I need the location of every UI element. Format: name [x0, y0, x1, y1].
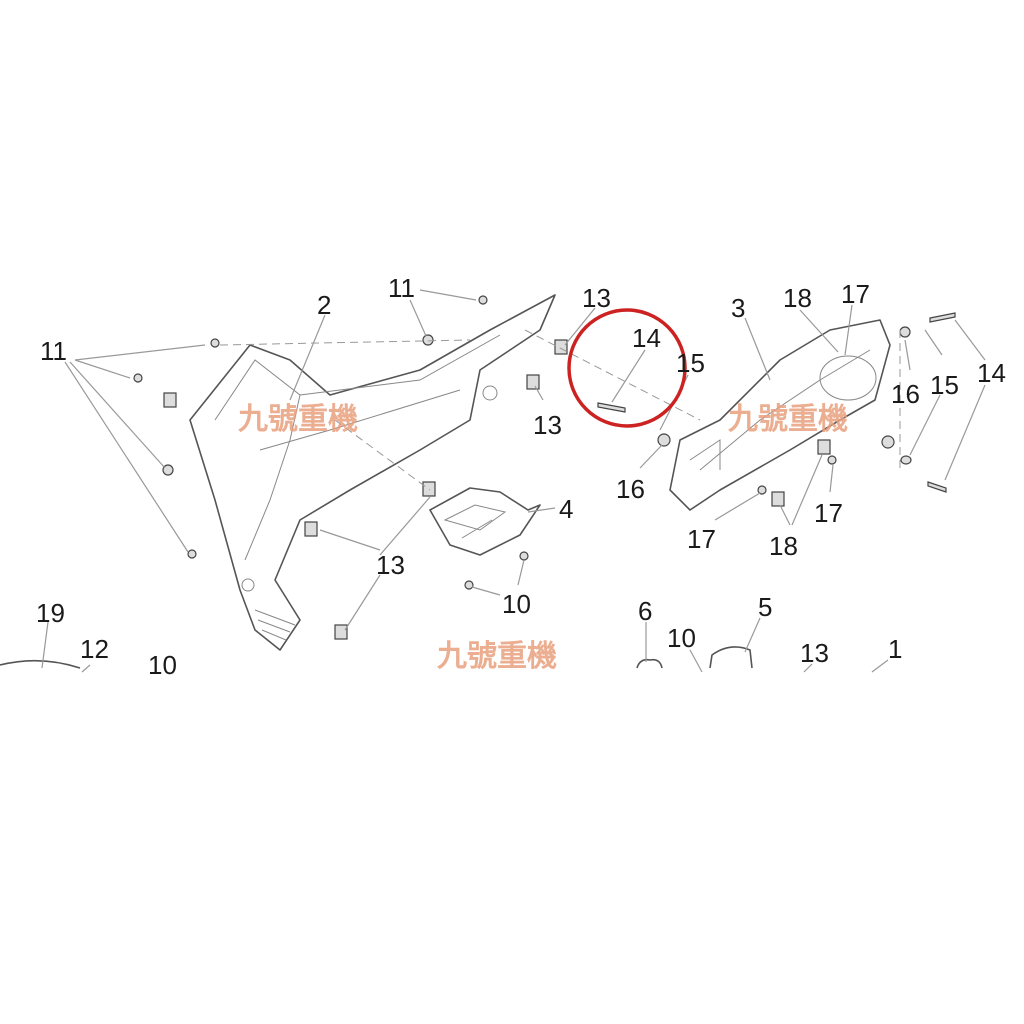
callout-5: 5: [758, 592, 772, 622]
callout-15: 15: [676, 348, 705, 378]
callout-13: 13: [533, 410, 562, 440]
callouts: 11 11 2 13 14 15 3 18 17 16 15 14 13 16 …: [36, 273, 1006, 680]
callout-10: 10: [667, 623, 696, 653]
callout-13: 13: [376, 550, 405, 580]
callout-10-cut: 10: [148, 650, 177, 680]
callout-12: 12: [80, 634, 109, 664]
callout-11: 11: [388, 273, 415, 303]
callout-15: 15: [930, 370, 959, 400]
callout-18: 18: [783, 283, 812, 313]
callout-19: 19: [36, 598, 65, 628]
part-19-fragment: [0, 659, 81, 669]
bracket-part-4: [429, 487, 541, 556]
callout-6: 6: [638, 596, 652, 626]
callout-17: 17: [687, 524, 716, 554]
callout-14-highlighted: 14: [632, 323, 661, 353]
watermark: 九號重機: [728, 402, 848, 437]
callout-13: 13: [800, 638, 829, 668]
callout-16: 16: [891, 379, 920, 409]
callout-11: 11: [40, 336, 67, 366]
fasteners: [133, 295, 956, 640]
watermark: 九號重機: [437, 639, 557, 674]
side-panel-part-2: [189, 294, 556, 651]
callout-10: 10: [502, 589, 531, 619]
blank-area: [0, 682, 1024, 1024]
callout-4: 4: [559, 494, 573, 524]
callout-13: 13: [582, 283, 611, 313]
callout-16: 16: [616, 474, 645, 504]
callout-18: 18: [769, 531, 798, 561]
callout-17: 17: [814, 498, 843, 528]
highlight-circle: [567, 308, 687, 428]
callout-14: 14: [977, 358, 1006, 388]
watermark: 九號重機: [238, 402, 358, 437]
part-6-fragment: [636, 658, 663, 669]
callout-17: 17: [841, 279, 870, 309]
part-5-fragment: [709, 646, 753, 669]
callout-3: 3: [731, 293, 745, 323]
callout-2: 2: [317, 290, 331, 320]
callout-1: 1: [888, 634, 902, 664]
side-panel-part-3: [669, 319, 891, 511]
